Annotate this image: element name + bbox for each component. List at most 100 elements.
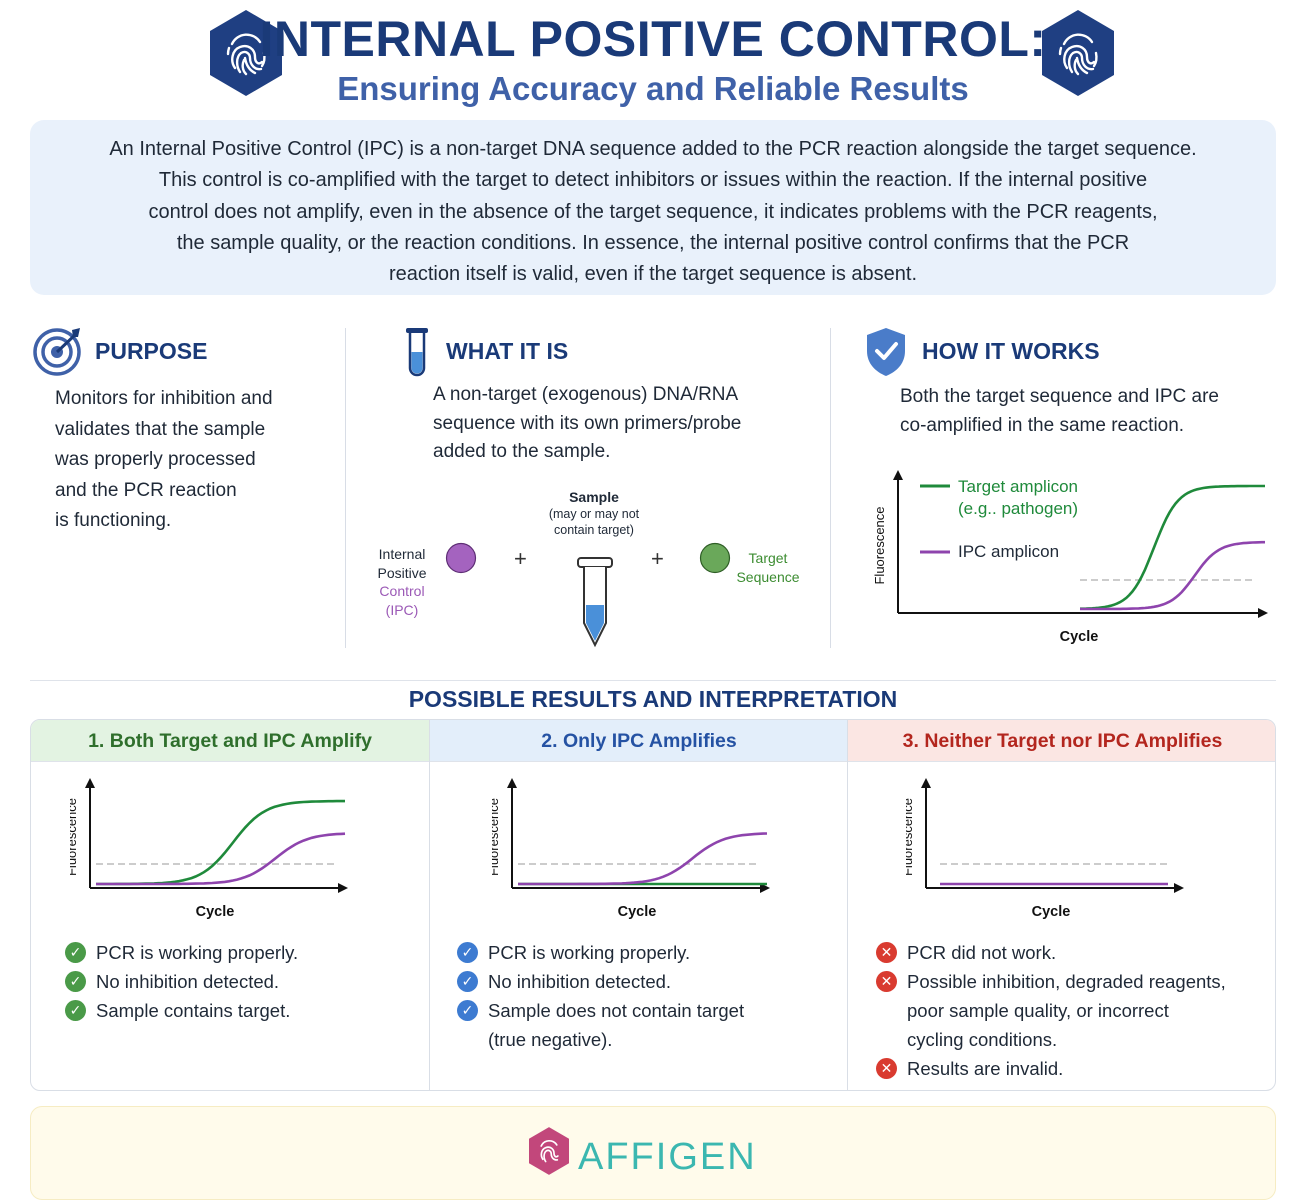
y-axis-arrow (921, 778, 931, 788)
legend-target: Target amplicon (e.g.. pathogen) (958, 476, 1078, 520)
ipc-dot (445, 542, 477, 574)
result-heading: 1. Both Target and IPC Amplify (31, 720, 429, 762)
footer-panel (30, 1106, 1276, 1200)
plus-sign: + (514, 546, 527, 571)
result-bullet: ✕ Results are invalid. (876, 1054, 1063, 1083)
bullet-text: PCR is working properly. (96, 942, 299, 963)
what-line: sequence with its own primers/probe (433, 412, 742, 434)
column-divider (830, 328, 831, 648)
series-line-1 (1080, 540, 1265, 611)
ipc-label-line: (IPC) (385, 601, 419, 618)
how-line: co-amplified in the same reaction. (900, 414, 1185, 436)
target-sequence-label: Target Sequence (730, 549, 806, 586)
x-axis-arrow (1174, 883, 1184, 893)
fingerprint-hexagon-icon (210, 10, 282, 96)
result-card-neither: 3. Neither Target nor IPC Amplifies (848, 720, 1275, 1090)
ipc-label-line: Control (379, 583, 425, 599)
ipc-label: Internal Positive Control (IPC) (368, 545, 436, 619)
check-circle-icon: ✓ (457, 1000, 478, 1021)
result-bullet: ✕ PCR did not work. (876, 938, 1056, 967)
bullet-text: Sample contains target. (96, 1000, 291, 1021)
purpose-title: PURPOSE (95, 338, 208, 364)
intro-line: An Internal Positive Control (IPC) is a … (109, 138, 1197, 160)
plus-sign: + (651, 546, 664, 571)
what-it-is-title: WHAT IT IS (446, 338, 569, 364)
intro-line: This control is co-amplified with the ta… (158, 169, 1148, 192)
bullet-text: No inhibition detected. (96, 971, 280, 992)
how-it-works-chart: Cycle Fluorescence (872, 470, 1268, 645)
result-bullet: ✓ PCR is working properly. (457, 938, 691, 967)
fingerprint-hexagon-icon (529, 1127, 569, 1175)
column-divider (847, 720, 848, 1090)
x-axis-label: Cycle (1032, 904, 1071, 920)
test-tube-icon (406, 328, 428, 377)
x-circle-icon: ✕ (876, 971, 897, 992)
purpose-text: Monitors for inhibition and validates th… (55, 384, 273, 537)
intro-line: control does not amplify, even in the ab… (148, 200, 1158, 223)
x-circle-icon: ✕ (876, 942, 897, 963)
page-title: INTERNAL POSITIVE CONTROL: (259, 11, 1047, 67)
y-axis-label: Fluorescence (872, 506, 887, 584)
section-divider (30, 680, 1276, 681)
x-axis-arrow (1258, 608, 1268, 618)
page-subtitle: Ensuring Accuracy and Reliable Results (337, 70, 969, 107)
result-bullet: ✓ Sample contains target. (65, 996, 291, 1025)
check-circle-icon: ✓ (65, 1000, 86, 1021)
bullet-text: cycling conditions. (907, 1029, 1058, 1050)
brand-name: AFFIGEN (578, 1136, 757, 1178)
how-it-works-title: HOW IT WORKS (922, 338, 1100, 364)
shield-check-icon (867, 328, 905, 376)
bullet-text: PCR is working properly. (488, 942, 691, 963)
y-axis-label: Fluorescence (492, 798, 501, 876)
check-circle-icon: ✓ (65, 971, 86, 992)
series-line-1 (518, 832, 768, 886)
x-axis-arrow (338, 883, 348, 893)
purpose-line: Monitors for inhibition and (55, 388, 273, 409)
result-card-both: 1. Both Target and IPC Amplify (31, 720, 429, 1090)
results-title: POSSIBLE RESULTS AND INTERPRETATION (408, 686, 898, 712)
purpose-line: is functioning. (55, 510, 172, 531)
result-card-ipc-only: 2. Only IPC Amplifies (430, 720, 848, 1090)
sample-tube-icon (577, 557, 613, 648)
sample-note: (may or may not (548, 507, 640, 521)
column-divider (345, 328, 346, 648)
intro-line: the sample quality, or the reaction cond… (176, 231, 1130, 254)
sample-title: Sample (569, 489, 619, 505)
y-axis-label: Fluorescence (906, 798, 915, 876)
legend-target-line: (e.g.. pathogen) (958, 499, 1079, 518)
purpose-line: validates that the sample (55, 418, 266, 440)
intro-panel: An Internal Positive Control (IPC) is a … (30, 120, 1276, 295)
purpose-line: was properly processed (55, 449, 256, 470)
y-axis-arrow (85, 778, 95, 788)
check-circle-icon: ✓ (457, 942, 478, 963)
bullet-text: poor sample quality, or incorrect (907, 1000, 1169, 1021)
x-axis-arrow (760, 883, 770, 893)
sample-label: Sample (may or may not contain target) (534, 488, 654, 538)
purpose-line: and the PCR reaction (55, 479, 237, 501)
result-heading: 3. Neither Target nor IPC Amplifies (848, 720, 1275, 762)
x-axis-label: Cycle (1060, 629, 1099, 645)
how-line: Both the target sequence and IPC are (900, 386, 1219, 407)
series-line-0 (1080, 484, 1265, 610)
intro-line: reaction itself is valid, even if the ta… (388, 263, 918, 286)
result-bullet: ✓ No inhibition detected. (65, 967, 280, 996)
result-bullet: ✓ Sample does not contain target (true n… (457, 996, 744, 1054)
target-label-line: Target (748, 550, 788, 566)
legend-ipc: IPC amplicon (958, 542, 1060, 561)
ipc-label-line: Positive (377, 564, 427, 581)
target-dot (699, 542, 731, 574)
check-circle-icon: ✓ (457, 971, 478, 992)
y-axis-arrow (507, 778, 517, 788)
bullet-text: (true negative). (488, 1029, 613, 1050)
result-bullet: ✓ PCR is working properly. (65, 938, 299, 967)
result-chart-neither: Cycle Fluorescence (906, 778, 1184, 920)
check-circle-icon: ✓ (65, 942, 86, 963)
results-panel: 1. Both Target and IPC Amplify 2. Only I… (30, 719, 1276, 1091)
x-circle-icon: ✕ (876, 1058, 897, 1079)
ipc-label-line: Internal (378, 546, 426, 562)
x-axis-label: Cycle (196, 904, 235, 920)
series-line-1 (96, 832, 346, 886)
result-heading: 2. Only IPC Amplifies (430, 720, 848, 762)
what-line: added to the sample. (433, 441, 611, 462)
